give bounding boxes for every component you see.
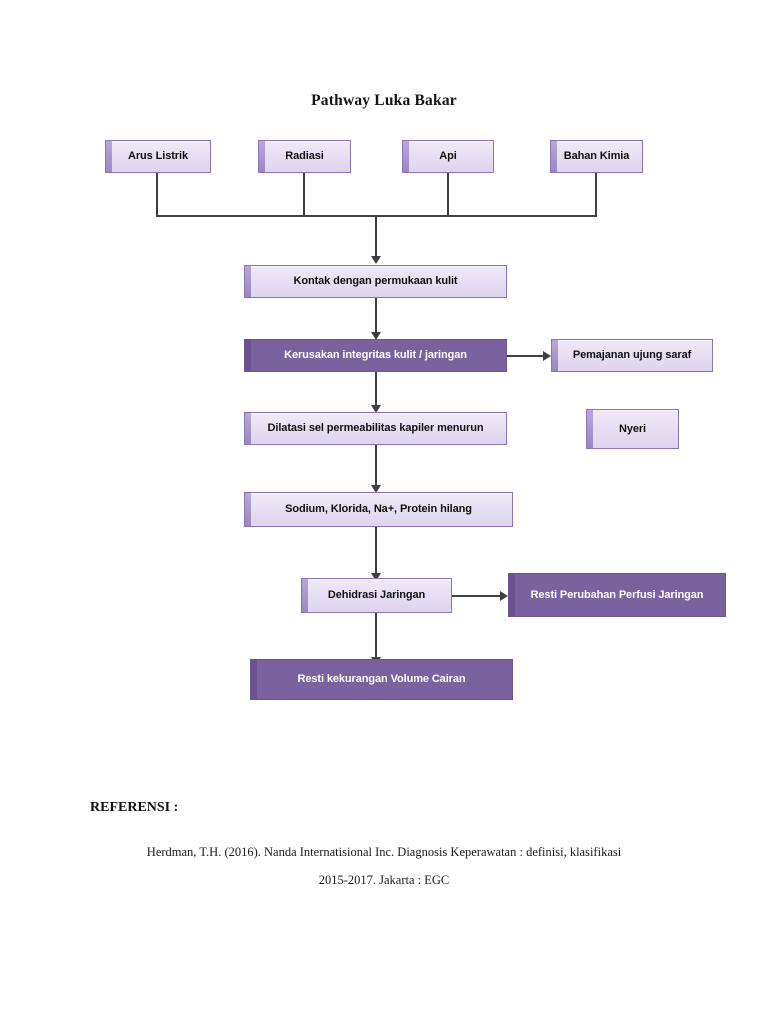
connector-dilatasi-to-sodium bbox=[375, 445, 377, 486]
node-radiasi[interactable]: Radiasi bbox=[258, 140, 351, 173]
node-nyeri[interactable]: Nyeri bbox=[586, 409, 679, 449]
arrowhead-dehidrasi-to-perfusi bbox=[500, 591, 508, 601]
connector-dehidrasi-to-resti-cairan bbox=[375, 613, 377, 658]
node-label: Api bbox=[439, 150, 457, 163]
connector-kontak-to-kerusakan bbox=[375, 298, 377, 333]
connector-kerusakan-to-dilatasi bbox=[375, 372, 377, 406]
connector-api-drop bbox=[447, 173, 449, 216]
connector-bus-to-kontak bbox=[375, 215, 377, 257]
connector-radiasi-drop bbox=[303, 173, 305, 216]
arrowhead-bus-to-kontak bbox=[371, 256, 381, 264]
arrowhead-kontak-to-kerusakan bbox=[371, 332, 381, 340]
arrowhead-sodium-to-dehidrasi bbox=[371, 573, 381, 581]
node-label: Nyeri bbox=[618, 422, 647, 435]
node-kerusakan-integritas-kulit[interactable]: Kerusakan integritas kulit / jaringan bbox=[244, 339, 507, 372]
node-label: Resti Perubahan Perfusi Jaringan bbox=[530, 588, 704, 601]
connector-kerusakan-to-pemajanan bbox=[507, 355, 545, 357]
connector-sodium-to-dehidrasi bbox=[375, 527, 377, 574]
node-dehidrasi-jaringan[interactable]: Dehidrasi Jaringan bbox=[301, 578, 452, 613]
arrowhead-kerusakan-to-pemajanan bbox=[543, 351, 551, 361]
node-resti-kekurangan-volume-cairan[interactable]: Resti kekurangan Volume Cairan bbox=[250, 659, 513, 700]
connector-arus-listrik-drop bbox=[156, 173, 158, 216]
arrowhead-dilatasi-to-sodium bbox=[371, 485, 381, 493]
page-title: Pathway Luka Bakar bbox=[311, 92, 457, 109]
reference-line-2: 2015-2017. Jakarta : EGC bbox=[318, 873, 450, 887]
node-sodium-klorida-protein-hilang[interactable]: Sodium, Klorida, Na+, Protein hilang bbox=[244, 492, 513, 527]
node-label: Sodium, Klorida, Na+, Protein hilang bbox=[285, 503, 472, 516]
connector-bahan-kimia-drop bbox=[595, 173, 597, 216]
node-resti-perubahan-perfusi-jaringan[interactable]: Resti Perubahan Perfusi Jaringan bbox=[508, 573, 726, 617]
node-bahan-kimia[interactable]: Bahan Kimia bbox=[550, 140, 643, 173]
connector-dehidrasi-to-perfusi bbox=[452, 595, 504, 597]
node-label: Resti kekurangan Volume Cairan bbox=[297, 673, 466, 686]
node-label: Kontak dengan permukaan kulit bbox=[293, 275, 458, 288]
node-label: Pemajanan ujung saraf bbox=[572, 349, 692, 362]
node-kontak-dengan-permukaan-kulit[interactable]: Kontak dengan permukaan kulit bbox=[244, 265, 507, 298]
node-label: Dehidrasi Jaringan bbox=[327, 589, 426, 602]
node-label: Kerusakan integritas kulit / jaringan bbox=[284, 349, 467, 362]
node-label: Dilatasi sel permeabilitas kapiler menur… bbox=[267, 422, 484, 435]
node-label: Arus Listrik bbox=[128, 150, 188, 163]
reference-line-1: Herdman, T.H. (2016). Nanda Internatisio… bbox=[146, 845, 622, 859]
node-label: Radiasi bbox=[285, 150, 324, 163]
node-pemajanan-ujung-saraf[interactable]: Pemajanan ujung saraf bbox=[551, 339, 713, 372]
arrowhead-kerusakan-to-dilatasi bbox=[371, 405, 381, 413]
reference-heading: REFERENSI : bbox=[90, 800, 179, 815]
node-label: Bahan Kimia bbox=[563, 150, 630, 163]
node-dilatasi-sel-permeabilitas[interactable]: Dilatasi sel permeabilitas kapiler menur… bbox=[244, 412, 507, 445]
node-api[interactable]: Api bbox=[402, 140, 494, 173]
node-arus-listrik[interactable]: Arus Listrik bbox=[105, 140, 211, 173]
